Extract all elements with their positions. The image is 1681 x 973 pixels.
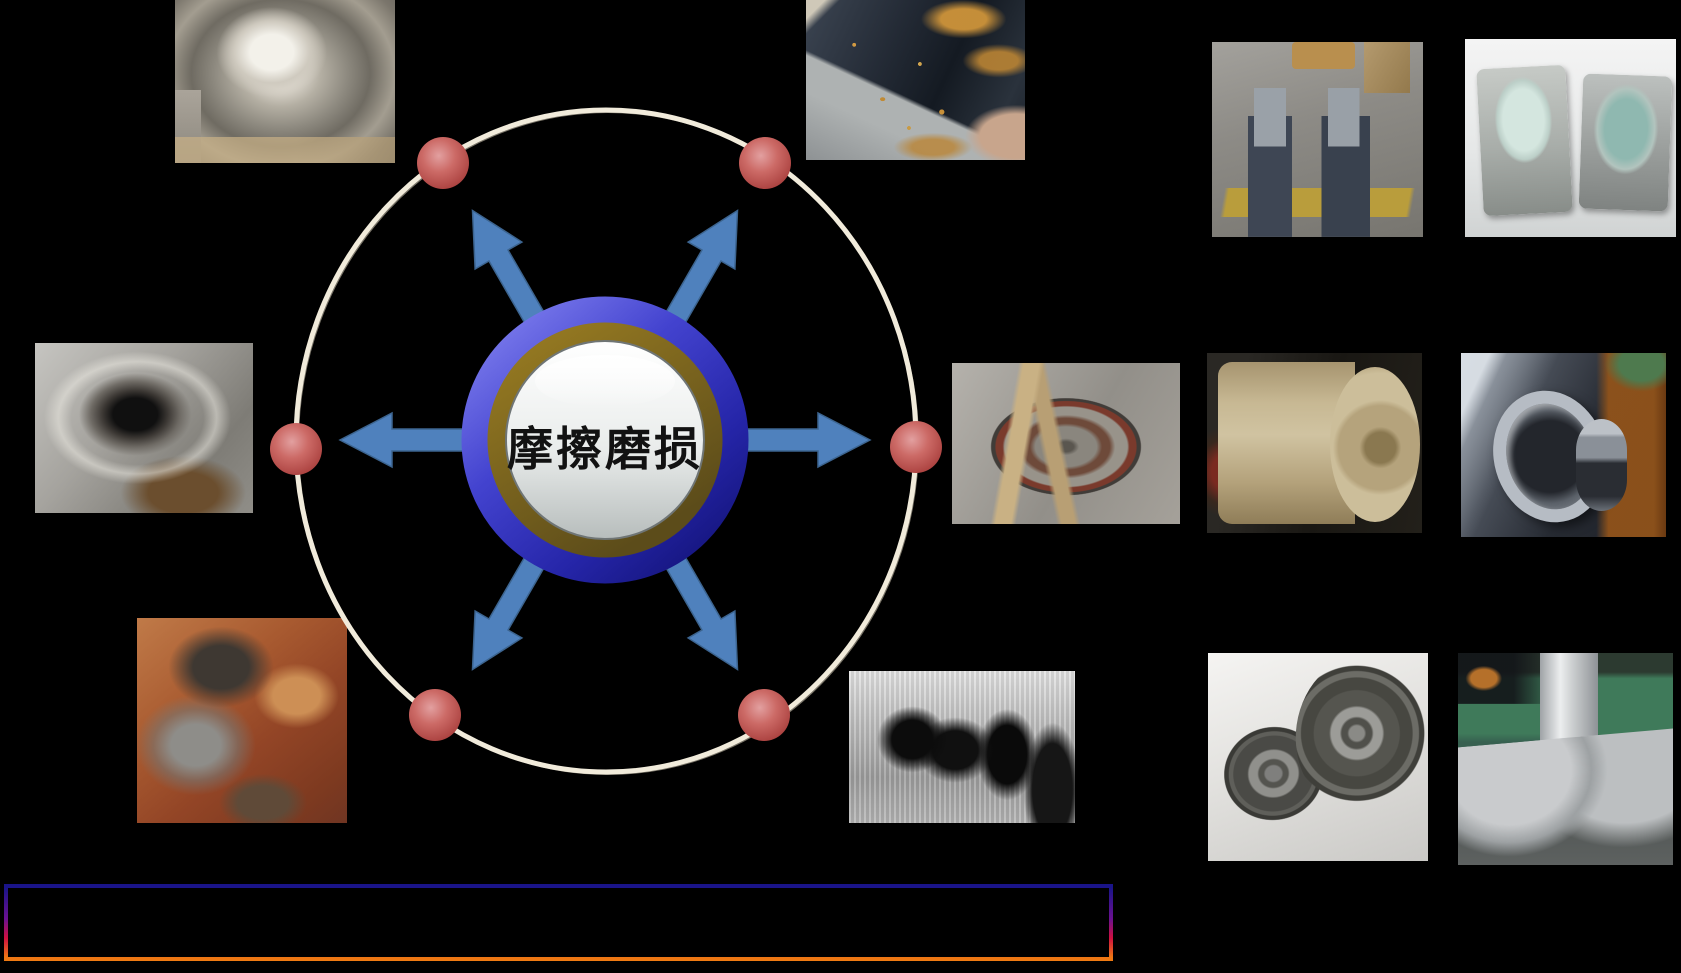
photo-rust-erosion: [137, 618, 347, 823]
node-bottom-left-icon: [409, 689, 461, 741]
hub-badge: 摩擦磨损: [461, 296, 749, 584]
orbit-nodes: [270, 137, 942, 741]
photo-roller: [1207, 353, 1422, 533]
node-right-icon: [890, 421, 942, 473]
photo-impeller-worn: [175, 0, 395, 163]
node-left-icon: [270, 423, 322, 475]
photo-propeller: [1458, 653, 1673, 865]
photo-worn-bore: [35, 343, 253, 513]
photo-ring-worn: [806, 0, 1025, 160]
badge-highlight: [535, 355, 675, 407]
footer-outline-box: [4, 884, 1113, 961]
node-top-left-icon: [417, 137, 469, 189]
hub-label: 摩擦磨损: [507, 422, 703, 476]
node-bottom-right-icon: [738, 689, 790, 741]
photo-pulleys: [1208, 653, 1428, 861]
photo-steel-rings: [1461, 353, 1666, 537]
photo-splined-shafts: [1212, 42, 1423, 237]
photo-wear-micrograph: [849, 671, 1075, 823]
photo-injection-molds: [1465, 39, 1676, 237]
badge-blue-ring: [461, 296, 749, 584]
node-top-right-icon: [739, 137, 791, 189]
badge-olive-ring: [487, 322, 723, 558]
photo-impeller-disc: [952, 363, 1180, 524]
